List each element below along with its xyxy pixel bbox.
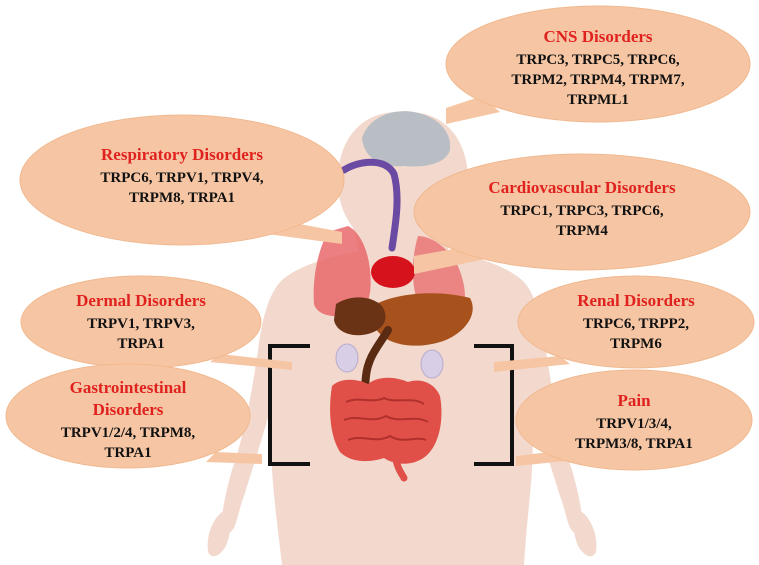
bubble-gastrointestinal-shape — [5, 363, 251, 469]
bubble-pain-line-1: TRPV1/3/4, — [596, 416, 672, 432]
right-hand — [573, 512, 597, 557]
human-body-figure — [207, 111, 597, 565]
bubble-renal: Renal Disorders TRPC6, TRPP2, TRPM6 — [494, 275, 755, 372]
bubble-renal-line-2: TRPM6 — [610, 336, 662, 352]
bubble-cns-line-1: TRPC3, TRPC5, TRPC6, — [516, 52, 679, 68]
bubble-dermal-line-2: TRPA1 — [117, 336, 164, 352]
bubble-renal-pointer — [494, 356, 570, 372]
bubble-cns-shape — [445, 5, 751, 123]
bubble-dermal-title: Dermal Disorders — [76, 291, 206, 310]
right-bracket — [474, 344, 514, 466]
left-lung — [313, 226, 371, 317]
bubble-cardiovascular-line-2: TRPM4 — [556, 223, 608, 239]
bubble-renal-title: Renal Disorders — [577, 291, 695, 310]
bubble-cns-line-2: TRPM2, TRPM4, TRPM7, — [511, 72, 684, 88]
bubble-renal-shape — [517, 275, 755, 369]
left-hand — [207, 512, 231, 557]
bubble-cardiovascular-title: Cardiovascular Disorders — [488, 178, 676, 197]
trachea-tube — [340, 158, 401, 252]
bubble-gastrointestinal-title: Gastrointestinal — [70, 378, 187, 397]
bubble-dermal: Dermal Disorders TRPV1, TRPV3, TRPA1 — [20, 275, 292, 370]
right-kidney — [420, 349, 444, 379]
bubble-cardiovascular: Cardiovascular Disorders TRPC1, TRPC3, T… — [413, 153, 751, 274]
bubble-pain-line-2: TRPM3/8, TRPA1 — [575, 436, 693, 452]
bubble-cns: CNS Disorders TRPC3, TRPC5, TRPC6, TRPM2… — [445, 5, 751, 124]
bubble-gastrointestinal-pointer — [206, 452, 262, 464]
bubble-dermal-line-1: TRPV1, TRPV3, — [87, 316, 195, 332]
bubble-cns-line-3: TRPML1 — [567, 92, 629, 108]
bubble-pain: Pain TRPV1/3/4, TRPM3/8, TRPA1 — [515, 369, 753, 471]
left-bracket — [268, 344, 310, 466]
stomach-organ — [334, 297, 386, 336]
bubble-gastrointestinal-line-2: TRPA1 — [104, 445, 151, 461]
bubble-pain-title: Pain — [617, 391, 651, 410]
bubble-renal-line-1: TRPC6, TRPP2, — [583, 316, 689, 332]
bubble-respiratory: Respiratory Disorders TRPC6, TRPV1, TRPV… — [19, 114, 345, 246]
liver-organ — [371, 293, 473, 346]
brain-organ — [362, 111, 451, 167]
left-kidney — [335, 343, 359, 373]
bubble-respiratory-shape — [19, 114, 345, 246]
intestine-folds — [343, 396, 429, 441]
bubble-gastrointestinal-line-1: TRPV1/2/4, TRPM8, — [61, 425, 196, 441]
bubble-respiratory-line-1: TRPC6, TRPV1, TRPV4, — [100, 170, 263, 186]
bubble-respiratory-title: Respiratory Disorders — [101, 145, 263, 164]
bubble-pain-shape — [515, 369, 753, 471]
bubble-cardiovascular-shape — [413, 153, 751, 271]
bubble-gastrointestinal: Gastrointestinal Disorders TRPV1/2/4, TR… — [5, 363, 262, 469]
bubble-respiratory-line-2: TRPM8, TRPA1 — [129, 190, 235, 206]
bubble-gastrointestinal-title-2: Disorders — [93, 400, 164, 419]
bubble-cardiovascular-line-1: TRPC1, TRPC3, TRPC6, — [500, 203, 663, 219]
bubble-dermal-pointer — [210, 354, 292, 370]
heart-organ — [371, 256, 415, 288]
bubble-cns-title: CNS Disorders — [543, 27, 652, 46]
rectum-tube — [392, 456, 408, 482]
